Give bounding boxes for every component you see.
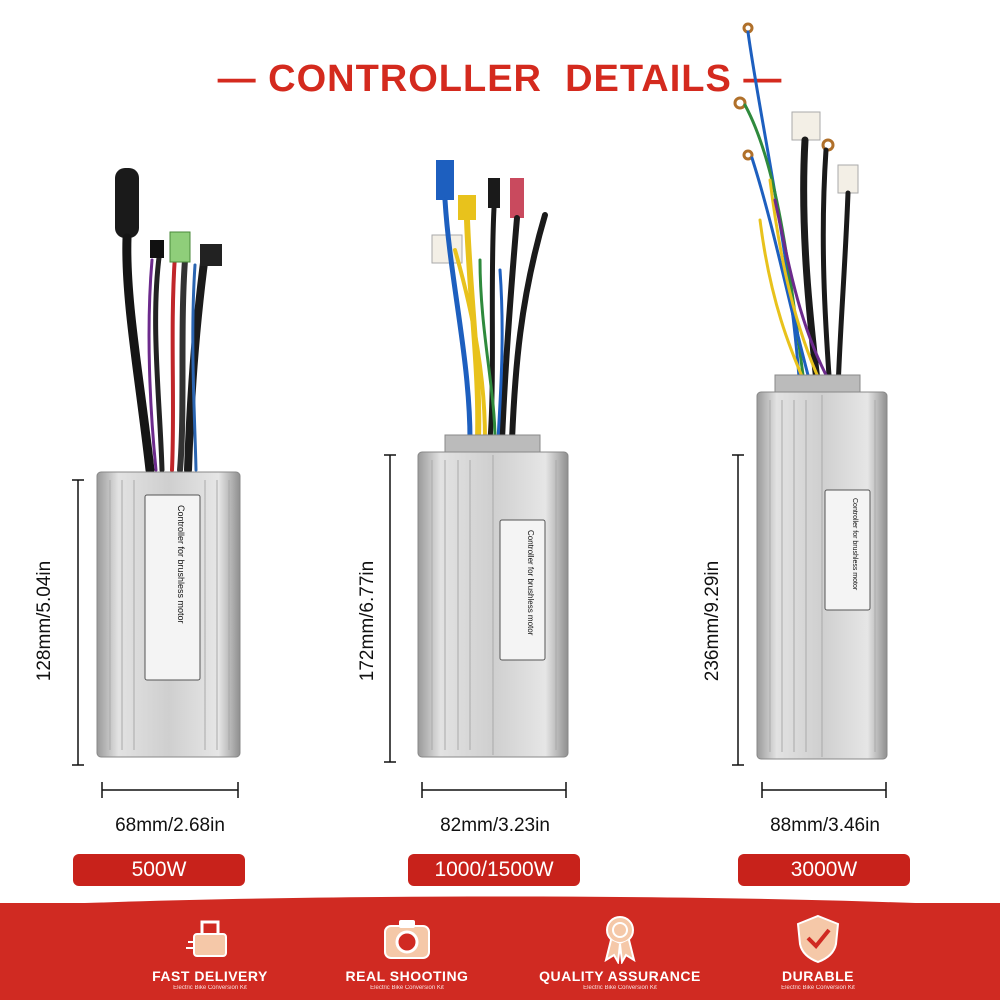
- controller-1000w-body: Controller for brushless motor: [417, 434, 569, 758]
- feature-real-shooting: REAL SHOOTING Electric Bike Conversion K…: [322, 912, 492, 991]
- fast-delivery-icon: [186, 920, 227, 957]
- award-ribbon-icon: [604, 916, 636, 964]
- width-label-500w: 68mm/2.68in: [115, 815, 225, 836]
- feature-durable: DURABLE Electric Bike Conversion Kit: [733, 912, 903, 991]
- connector-black: [200, 244, 222, 266]
- controller-500w-label: [144, 494, 201, 681]
- controller-3000w-label: [824, 489, 871, 611]
- shield-check-icon: [796, 914, 840, 964]
- connector-pink: [510, 178, 524, 218]
- connector-black-small: [488, 178, 500, 208]
- feature-sub: Electric Bike Conversion Kit: [370, 985, 444, 991]
- height-label-3000w: 236mm/9.29in: [702, 560, 723, 682]
- height-label-1000w: 172mm/6.77in: [357, 560, 378, 682]
- controller-1000w-label-text: Controller for brushless motor: [526, 530, 535, 636]
- feature-quality-assurance: QUALITY ASSURANCE Electric Bike Conversi…: [535, 912, 705, 991]
- power-badge-500w: 500W: [73, 854, 245, 886]
- width-label-3000w: 88mm/3.46in: [770, 815, 880, 836]
- dimension-lines: [72, 454, 887, 798]
- connector-small-black: [150, 240, 164, 258]
- connector-green: [169, 231, 191, 263]
- controller-3000w-label-text: Controller for brushless motor: [851, 498, 858, 591]
- feature-label: DURABLE: [782, 968, 854, 984]
- feature-label: FAST DELIVERY: [152, 968, 268, 984]
- controller-500w-wires: [115, 168, 222, 475]
- feature-sub: Electric Bike Conversion Kit: [583, 985, 657, 991]
- width-label-1000w: 82mm/3.23in: [440, 815, 550, 836]
- connector-white-large: [791, 111, 821, 141]
- connector-black-tube: [115, 168, 139, 238]
- power-badge-1000w: 1000/1500W: [408, 854, 580, 886]
- height-label-500w: 128mm/5.04in: [34, 560, 55, 682]
- connector-yellow: [458, 195, 476, 220]
- feature-label: QUALITY ASSURANCE: [539, 968, 701, 984]
- power-badge-3000w: 3000W: [738, 854, 910, 886]
- feature-sub: Electric Bike Conversion Kit: [173, 985, 247, 991]
- controller-500w-label-text: Controller for brushless motor: [176, 505, 186, 624]
- controller-3000w-body: Controller for brushless motor: [756, 374, 888, 760]
- camera-icon: [384, 920, 430, 959]
- controller-3000w-wires: [733, 22, 859, 394]
- page-title: — CONTROLLER DETAILS —: [217, 58, 783, 100]
- connector-white-small: [837, 164, 859, 194]
- connector-blue: [436, 160, 454, 200]
- feature-fast-delivery: FAST DELIVERY Electric Bike Conversion K…: [125, 912, 295, 991]
- feature-sub: Electric Bike Conversion Kit: [781, 985, 855, 991]
- feature-label: REAL SHOOTING: [345, 968, 469, 984]
- footer-wave: [0, 896, 1000, 915]
- controller-500w-body: Controller for brushless motor: [96, 471, 241, 758]
- controller-1000w-label: [499, 519, 546, 661]
- controller-1000w-wires: [431, 160, 548, 443]
